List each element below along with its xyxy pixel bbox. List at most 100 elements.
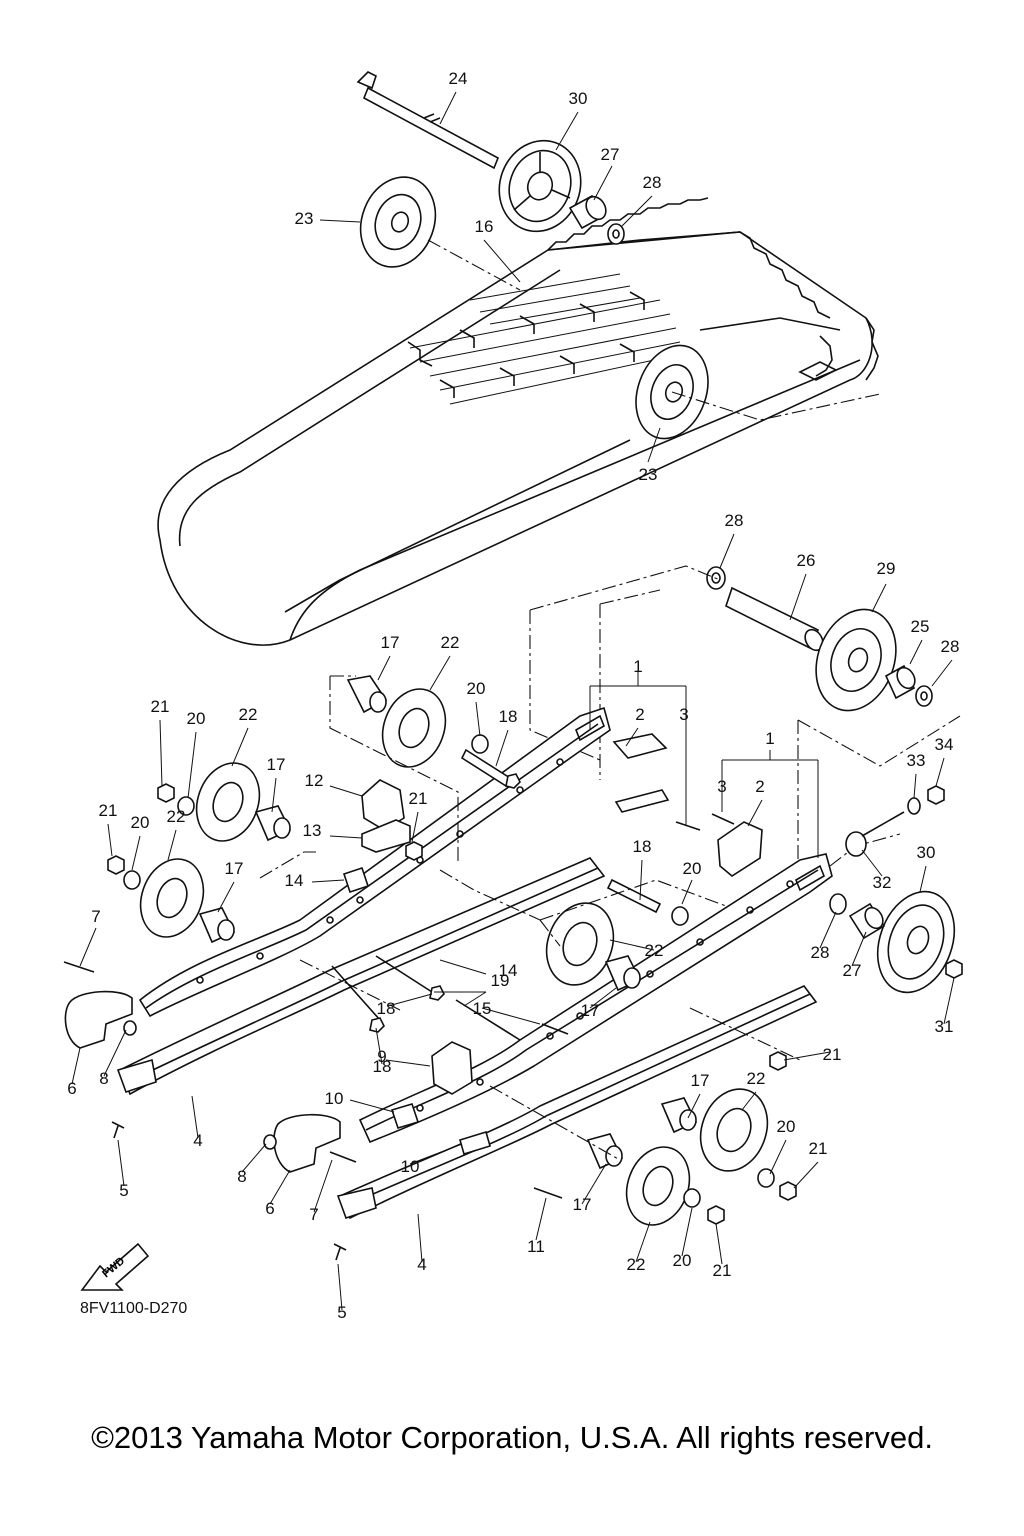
wheel-22-left-b <box>139 858 205 938</box>
collar-17-c <box>198 907 236 944</box>
callout-c5b: 5 <box>337 1303 346 1322</box>
wheel-29 <box>815 608 897 712</box>
upper-idler-group <box>356 71 881 440</box>
callout-c3b: 3 <box>717 777 726 796</box>
callout-c6a: 6 <box>67 1079 76 1098</box>
callout-c15: 15 <box>473 999 492 1018</box>
collar-17-e <box>660 1097 698 1134</box>
callout-c25: 25 <box>911 617 930 636</box>
callout-c28a: 28 <box>643 173 662 192</box>
collar-17-b <box>254 805 292 842</box>
callout-c18d: 18 <box>373 1057 392 1076</box>
callout-c21a: 21 <box>151 697 170 716</box>
callout-c20b: 20 <box>187 709 206 728</box>
callout-c20c: 20 <box>131 813 150 832</box>
callout-c28b: 28 <box>725 511 744 530</box>
rail-tip-6-right <box>273 1113 341 1173</box>
stopper-10 <box>390 1103 491 1156</box>
wheel-22-left-a <box>195 762 261 842</box>
rear-axle-group <box>529 565 961 870</box>
callout-c19: 19 <box>491 971 510 990</box>
callout-c2b: 2 <box>755 777 764 796</box>
callout-c1a: 1 <box>633 657 642 676</box>
callout-c5a: 5 <box>119 1181 128 1200</box>
callout-c1b: 1 <box>765 729 774 748</box>
callout-c20d: 20 <box>683 859 702 878</box>
callout-c27b: 27 <box>843 961 862 980</box>
callout-c22f: 22 <box>627 1255 646 1274</box>
wheel-22-center <box>545 902 615 986</box>
callout-c18c: 18 <box>377 999 396 1018</box>
callout-c3a: 3 <box>679 705 688 724</box>
callout-c17d: 17 <box>581 1001 600 1020</box>
diagram-code: 8FV1100-D270 <box>80 1300 188 1317</box>
slide-rail-4-left <box>116 857 606 1096</box>
callout-c2a: 2 <box>635 705 644 724</box>
callout-c22a: 22 <box>441 633 460 652</box>
callout-c8b: 8 <box>237 1167 246 1186</box>
collar-27-lower <box>848 902 886 940</box>
wheel-23-left <box>359 176 437 268</box>
leader-lines <box>71 91 955 1311</box>
callout-c24: 24 <box>449 69 468 88</box>
bracket-1-right <box>717 821 763 877</box>
washer-20-left <box>123 734 489 890</box>
callout-c20f: 20 <box>673 1251 692 1270</box>
rail-frame-left-upper <box>138 706 611 1018</box>
stopper-9 <box>431 1041 473 1095</box>
rail-tip-6-left <box>64 990 133 1049</box>
callout-c26: 26 <box>797 551 816 570</box>
track-lugs <box>547 197 879 381</box>
stopper-14 <box>342 866 370 894</box>
callout-c22b: 22 <box>239 705 258 724</box>
stopper-13 <box>361 819 411 853</box>
nut-21-left <box>107 783 423 875</box>
bracket-1-left <box>612 733 670 813</box>
wheel-22-mid <box>381 688 447 768</box>
nut-34-washer-33 <box>907 785 945 815</box>
callout-c22e: 22 <box>747 1069 766 1088</box>
wheel-22-right-b <box>625 1146 691 1226</box>
callout-c17e: 17 <box>691 1071 710 1090</box>
axle-26 <box>725 586 824 652</box>
bolt-18-right <box>606 878 689 926</box>
callout-c21b: 21 <box>409 789 428 808</box>
callout-c30b: 30 <box>917 843 936 862</box>
nut-31 <box>945 959 963 979</box>
callout-c8a: 8 <box>99 1069 108 1088</box>
collar-27-upper <box>568 194 607 230</box>
washer-28-rear-right <box>915 685 933 707</box>
callout-c7b: 7 <box>309 1205 318 1224</box>
callout-c23b: 23 <box>639 465 658 484</box>
callout-c14b: 14 <box>499 961 518 980</box>
callout-c4a: 4 <box>193 1131 202 1150</box>
stopper-12 <box>361 779 405 831</box>
wheel-30-upper <box>498 139 582 233</box>
copyright-notice: ©2013 Yamaha Motor Corporation, U.S.A. A… <box>91 1420 933 1455</box>
callout-c21f: 21 <box>713 1261 732 1280</box>
callout-c12: 12 <box>305 771 324 790</box>
left-rail-assembly <box>64 675 611 1096</box>
callout-c13: 13 <box>303 821 322 840</box>
callout-c4b: 4 <box>417 1255 426 1274</box>
callout-c30a: 30 <box>569 89 588 108</box>
track-cleats <box>407 273 683 405</box>
callout-c20e: 20 <box>777 1117 796 1136</box>
callout-c29: 29 <box>877 559 896 578</box>
callout-c21e: 21 <box>809 1139 828 1158</box>
callout-c7a: 7 <box>91 907 100 926</box>
washer-28-upper <box>607 223 625 245</box>
track-belt <box>157 197 879 646</box>
callout-c17a: 17 <box>381 633 400 652</box>
callout-c17b: 17 <box>267 755 286 774</box>
callout-c11: 11 <box>527 1237 545 1256</box>
callout-c17f: 17 <box>573 1195 592 1214</box>
callout-c28c: 28 <box>941 637 960 656</box>
callout-c27a: 27 <box>601 145 620 164</box>
callout-c10b: 10 <box>401 1157 420 1176</box>
callout-c32: 32 <box>873 873 892 892</box>
callout-c18a: 18 <box>499 707 518 726</box>
collar-17-d <box>604 955 642 992</box>
wheel-22-right-a <box>699 1088 769 1172</box>
